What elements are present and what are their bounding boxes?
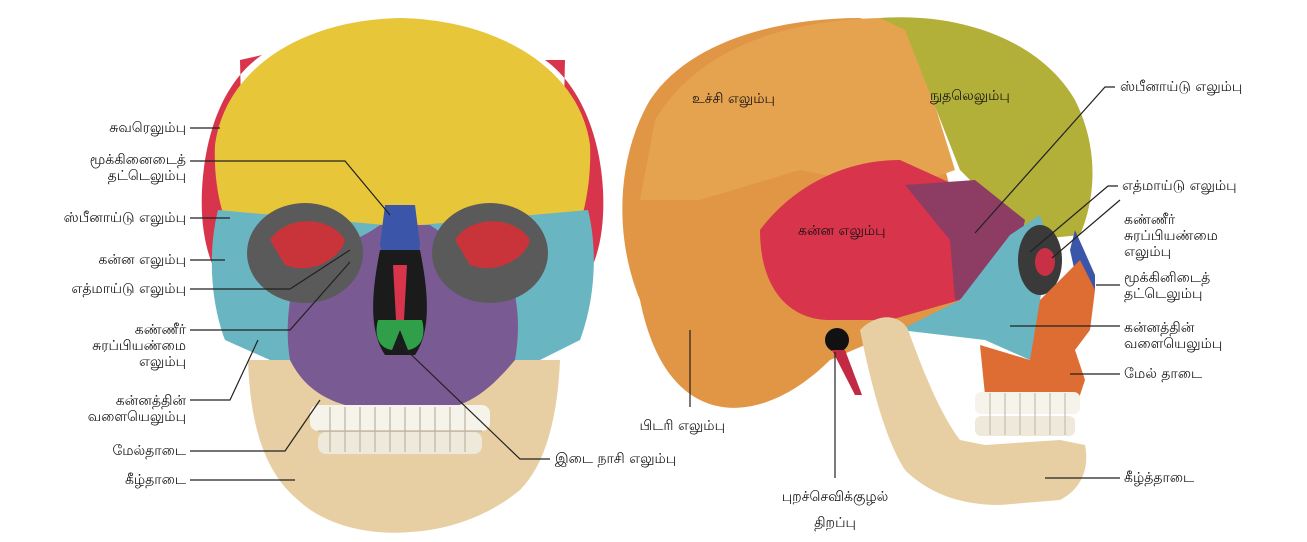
label-front-zygomatic: கன்ன எலும்பு: [40, 252, 186, 268]
side-ear-canal: [825, 328, 849, 352]
label-side-temporal: கன்ன எலும்பு: [798, 223, 928, 239]
label-side-occipital: பிடரி எலும்பு: [560, 418, 725, 434]
front-upper-teeth: [310, 405, 490, 431]
label-front-lacrimal: கண்ணீர் சுரப்பியண்மை எலும்பு: [40, 322, 186, 370]
label-side-maxilla: மேல் தாடை: [1124, 366, 1304, 382]
label-side-parietal: உச்சி எலும்பு: [692, 91, 842, 107]
label-front-parietal: சுவரெலும்பு: [40, 120, 186, 136]
side-styloid: [832, 350, 862, 395]
label-front-nasal-bone: மூக்கினைடைத் தட்டெலும்பு: [40, 152, 186, 184]
label-side-ethmoid: எத்மாய்டு எலும்பு: [1122, 178, 1302, 194]
label-side-lacrimal: கண்ணீர் சுரப்பியண்மை எலும்பு: [1124, 212, 1304, 260]
label-side-zygomatic-arch: கன்னத்தின் வளையெலும்பு: [1124, 320, 1304, 352]
label-side-frontal: நுதலெலும்பு: [930, 88, 1050, 104]
label-front-ethmoid: எத்மாய்டு எலும்பு: [20, 281, 186, 297]
side-upper-teeth: [975, 392, 1080, 414]
front-skull: [202, 18, 604, 533]
label-front-zygomatic-arch: கன்னத்தின் வளையெலும்பு: [40, 393, 186, 425]
side-lacrimal: [1035, 248, 1055, 276]
label-front-vomer: இடை நாசி எலும்பு: [555, 451, 725, 467]
label-side-mandible: கீழ்த்தாடை: [1124, 470, 1304, 486]
label-front-mandible: கீழ்தாடை: [40, 472, 186, 488]
front-lower-teeth: [318, 432, 482, 454]
label-front-sphenoid: ஸ்பீனாய்டு எலும்பு: [20, 210, 186, 226]
label-side-sphenoid: ஸ்பீனாய்டு எலும்பு: [1120, 79, 1300, 95]
label-side-ear-canal: புறச்செவிக்குழல் திறப்பு: [755, 484, 915, 536]
label-side-nasal-bone: மூக்கினிடைத் தட்டெலும்பு: [1124, 270, 1304, 302]
label-front-maxilla: மேல்தாடை: [40, 443, 186, 459]
